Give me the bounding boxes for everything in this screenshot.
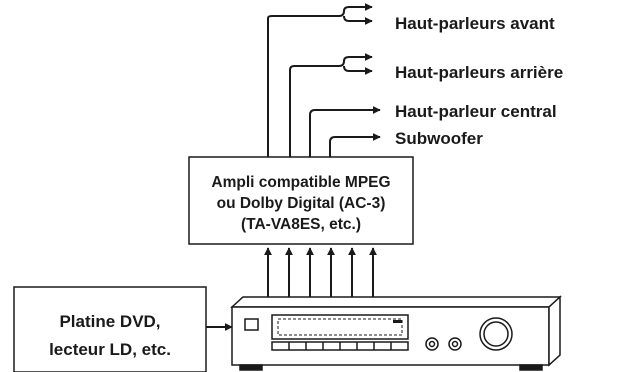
source-box (13, 286, 207, 372)
front-speakers-fork (330, 6, 372, 21)
rear-speakers-wire (289, 65, 330, 157)
front-speakers-label: Haut-parleurs avant (395, 14, 555, 33)
source-label-line2: lecteur LD, etc. (49, 340, 171, 359)
amplifier-label-line2: ou Dolby Digital (AC-3) (217, 195, 386, 212)
decoder-knob-small-2-center (451, 340, 459, 348)
rear-speakers-label: Haut-parleurs arrière (395, 63, 563, 82)
decoder-knob-small-2 (448, 337, 462, 351)
decoder-top-face (230, 296, 562, 308)
decoder-knob-small-1-center (428, 340, 436, 348)
decoder-power-switch (244, 318, 259, 331)
decoder-unit (230, 295, 562, 371)
front-speakers-wire (267, 15, 330, 157)
amplifier-box (188, 156, 414, 245)
amplifier-label-line1: Ampli compatible MPEG (211, 174, 390, 191)
amplifier-label-line3: (TA-VA8ES, etc.) (241, 216, 361, 233)
decoder-display-frame (271, 314, 409, 340)
decoder-foot-left (239, 364, 263, 371)
decoder-volume-knob (479, 317, 513, 351)
source-label-line1: Platine DVD, (59, 312, 160, 331)
center-speaker-wire (309, 106, 381, 157)
decoder-side-face (548, 295, 561, 367)
rear-speakers-fork (330, 56, 372, 71)
decoder-display-inner (277, 318, 403, 336)
subwoofer-wire (329, 133, 381, 157)
subwoofer-label: Subwoofer (395, 129, 483, 148)
center-speaker-label: Haut-parleur central (395, 102, 557, 121)
decoder-foot-right (519, 364, 543, 371)
decoder-volume-knob-inner (483, 321, 509, 347)
decoder-knob-small-1 (425, 337, 439, 351)
decoder-indicator (393, 320, 402, 323)
